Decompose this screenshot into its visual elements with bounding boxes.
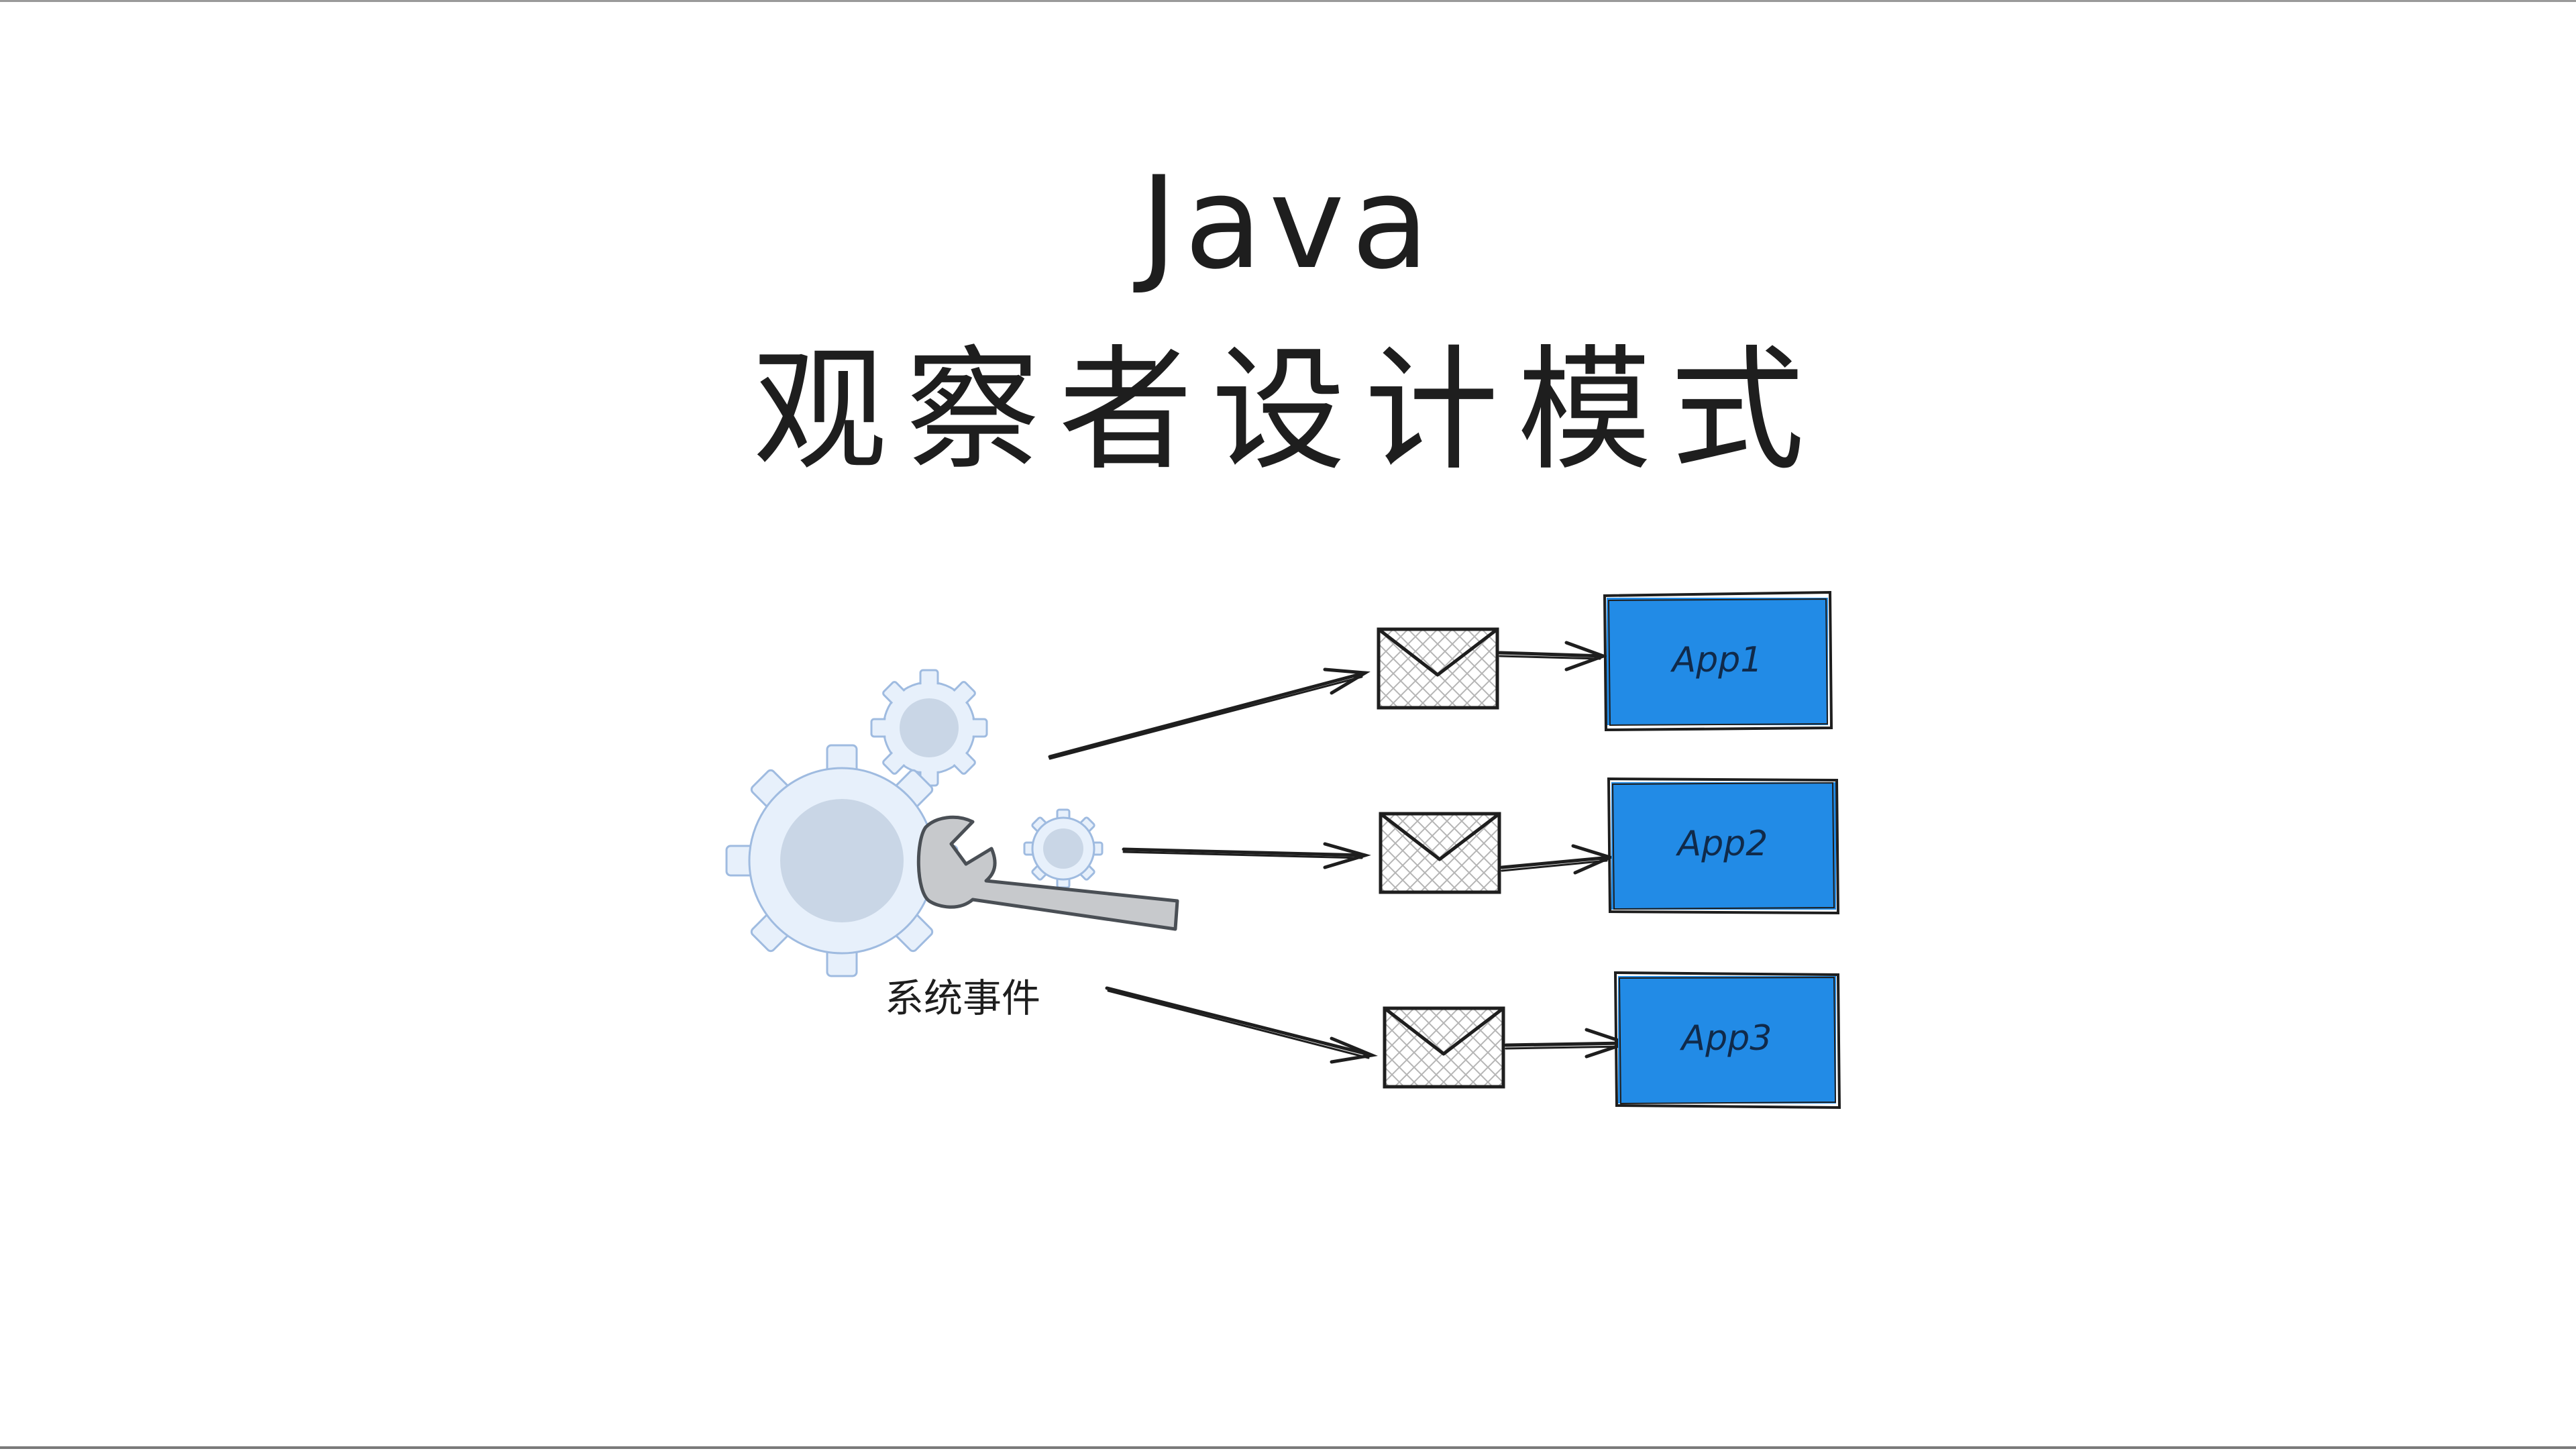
gear-tiny-icon: [1023, 808, 1104, 889]
system-event-label: 系统事件: [885, 975, 1040, 1021]
wrench-icon: [916, 815, 1179, 931]
app-box-1: App1: [1603, 590, 1833, 732]
arrow-to-app-3: [1504, 1028, 1632, 1059]
gear-small-top-icon: [870, 669, 988, 787]
app-box-2: App2: [1607, 777, 1840, 915]
app-label-2: App2: [1676, 824, 1768, 864]
gear-large-icon: [725, 744, 959, 977]
message-envelope-icon: [1383, 1006, 1505, 1089]
app-box-3: App3: [1613, 971, 1841, 1110]
arrow-to-app-1: [1498, 641, 1609, 671]
arrow-to-message-3: [1105, 986, 1378, 1064]
title-java: Java: [1140, 149, 1436, 297]
arrow-to-message-1: [1048, 667, 1371, 760]
app-label-3: App3: [1680, 1018, 1772, 1059]
message-envelope-icon: [1379, 812, 1501, 894]
arrow-to-message-2: [1122, 842, 1371, 869]
arrow-to-app-2: [1500, 844, 1615, 875]
gears-icon: [725, 669, 1179, 977]
title-observer-pattern: 观察者设计模式: [752, 333, 1823, 489]
app-label-1: App1: [1670, 640, 1763, 680]
message-envelope-icon: [1377, 627, 1499, 710]
